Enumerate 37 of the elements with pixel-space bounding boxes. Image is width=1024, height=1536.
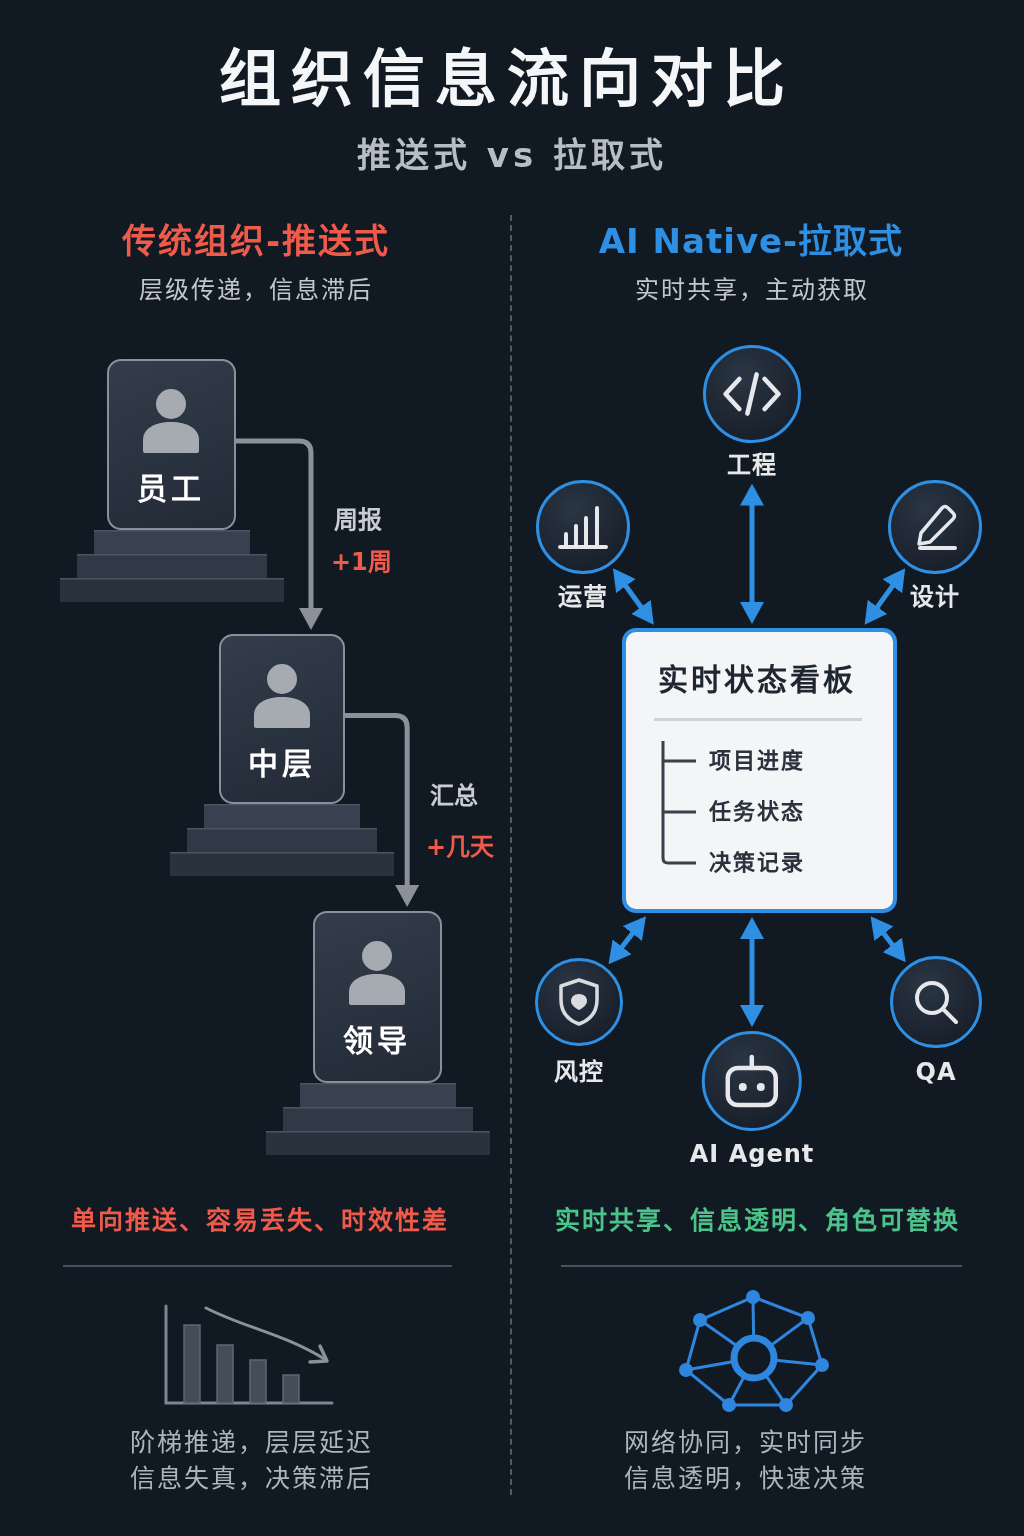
summary-text: 实时共享、信息透明、角色可替换 bbox=[554, 1206, 960, 1236]
panel-heading: AI Native-拉取式 bbox=[598, 222, 904, 262]
list-item: 决策记录 bbox=[709, 850, 805, 876]
summary-text: 单向推送、容易丢失、时效性差 bbox=[71, 1206, 449, 1236]
double-arrow bbox=[608, 916, 646, 965]
arrow bbox=[345, 713, 420, 907]
role-label: QA bbox=[915, 1059, 957, 1087]
arrow bbox=[236, 438, 323, 630]
delay-label: +1周 bbox=[331, 549, 392, 577]
list-item: 项目进度 bbox=[709, 748, 805, 774]
role-label: 风控 bbox=[554, 1059, 604, 1087]
panel-heading: 传统组织-推送式 bbox=[121, 222, 391, 262]
delay-label: +几天 bbox=[426, 834, 495, 862]
role-name: 员工 bbox=[137, 471, 205, 507]
role-name: 领导 bbox=[343, 1023, 411, 1059]
page-title: 组织信息流向对比 bbox=[219, 44, 795, 116]
role-label: 工程 bbox=[727, 452, 777, 480]
panel-subheading: 层级传递，信息滞后 bbox=[139, 277, 373, 305]
role-name: 中层 bbox=[247, 746, 316, 782]
person-card bbox=[107, 359, 236, 530]
double-arrow bbox=[740, 483, 764, 624]
role-label: AI Agent bbox=[689, 1141, 815, 1169]
board-title: 实时状态看板 bbox=[658, 662, 856, 698]
double-arrow bbox=[612, 568, 654, 625]
description-text: 阶梯推递，层层延迟信息失真，决策滞后 bbox=[128, 1427, 374, 1495]
double-arrow bbox=[870, 916, 906, 963]
list-item: 任务状态 bbox=[709, 799, 805, 825]
person-card bbox=[313, 911, 442, 1083]
double-arrow bbox=[740, 917, 764, 1027]
description-text: 网络协同，实时同步信息透明，快速决策 bbox=[622, 1427, 868, 1495]
role-label: 运营 bbox=[558, 584, 608, 612]
panel-subheading: 实时共享，主动获取 bbox=[635, 277, 869, 305]
person-card bbox=[219, 634, 345, 804]
status-board bbox=[622, 628, 897, 913]
double-arrow bbox=[864, 568, 906, 625]
subtitle: 推送式 vs 拉取式 bbox=[356, 136, 668, 176]
role-label: 设计 bbox=[910, 584, 960, 612]
